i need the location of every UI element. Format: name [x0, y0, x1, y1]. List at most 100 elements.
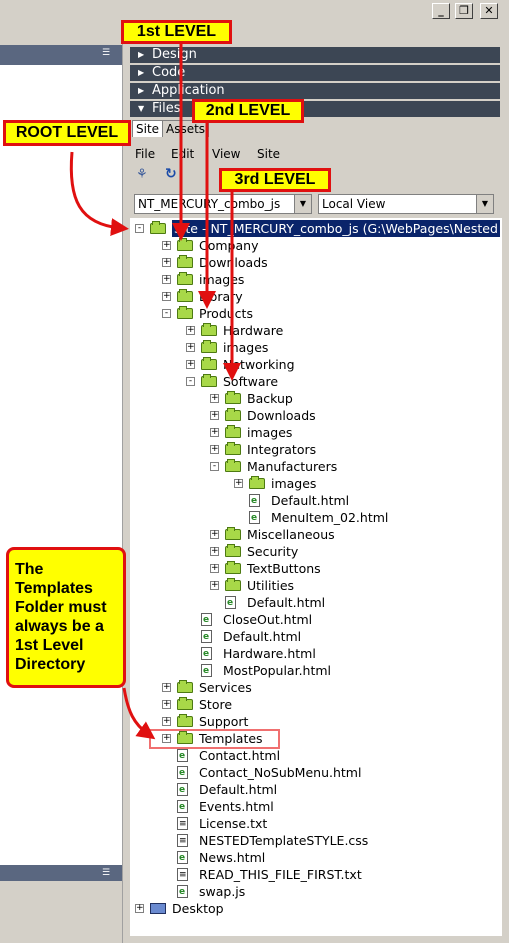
tree-row[interactable]: -Products: [130, 305, 502, 322]
tree-row[interactable]: +Company: [130, 237, 502, 254]
expand-icon[interactable]: +: [162, 682, 171, 692]
tree-row-label: TextButtons: [247, 561, 321, 576]
expand-icon[interactable]: +: [210, 427, 219, 437]
connect-icon[interactable]: ⚘: [136, 167, 148, 182]
tree-row[interactable]: +images: [130, 424, 502, 441]
tree-row[interactable]: Contact.html: [130, 747, 502, 765]
tree-row-label: Services: [199, 680, 252, 695]
tree-row[interactable]: +images: [130, 475, 502, 492]
expand-icon[interactable]: +: [186, 342, 195, 352]
expand-icon[interactable]: +: [234, 478, 243, 488]
collapse-icon[interactable]: -: [186, 377, 195, 386]
refresh-icon[interactable]: ↻: [165, 166, 177, 182]
panel-design[interactable]: Design: [130, 47, 500, 63]
tree-row[interactable]: CloseOut.html: [130, 611, 502, 629]
tree-row[interactable]: Default.html: [130, 628, 502, 646]
folder-icon: [177, 731, 193, 744]
minimize-button[interactable]: _: [432, 3, 450, 19]
tree-row[interactable]: +Security: [130, 543, 502, 560]
expand-icon[interactable]: +: [162, 240, 171, 250]
expand-icon[interactable]: +: [210, 529, 219, 539]
tree-row[interactable]: License.txt: [130, 815, 502, 833]
site-select-value: NT_MERCURY_combo_js: [138, 197, 281, 211]
tree-row[interactable]: -Manufacturers: [130, 458, 502, 475]
tree-row[interactable]: +Miscellaneous: [130, 526, 502, 543]
callout-templates-note: The Templates Folder must always be a 1s…: [6, 547, 126, 688]
menu-file[interactable]: File: [135, 147, 156, 161]
view-select-value: Local View: [322, 197, 386, 211]
menu-site[interactable]: Site: [257, 147, 281, 161]
folder-icon: [177, 680, 193, 693]
folder-icon: [150, 221, 166, 234]
tree-row[interactable]: +Desktop: [130, 900, 502, 917]
tree-row[interactable]: + images: [130, 339, 502, 356]
arrow-templates: [122, 687, 156, 740]
panel-code[interactable]: Code: [130, 65, 500, 81]
tree-row[interactable]: Events.html: [130, 798, 502, 816]
tree-row[interactable]: +Utilities: [130, 577, 502, 594]
file-icon: [201, 629, 212, 646]
tree-row[interactable]: +Support: [130, 713, 502, 730]
file-icon: [177, 799, 188, 816]
expand-icon[interactable]: +: [186, 325, 195, 335]
tree-row[interactable]: + Backup: [130, 390, 502, 407]
chevron-down-icon[interactable]: ▼: [294, 195, 311, 213]
expand-icon[interactable]: +: [162, 733, 171, 743]
tree-row-label: Hardware.html: [223, 646, 316, 661]
tree-row-label: images: [223, 340, 269, 355]
collapse-icon[interactable]: -: [210, 462, 219, 471]
tree-row[interactable]: -Site - NT_MERCURY_combo_js (G:\WebPages…: [130, 220, 502, 237]
expand-icon[interactable]: +: [162, 257, 171, 267]
tree-row[interactable]: Default.html: [130, 492, 502, 510]
chevron-down-icon[interactable]: ▼: [476, 195, 493, 213]
folder-icon: [225, 391, 241, 404]
expand-icon[interactable]: +: [162, 274, 171, 284]
tree-row[interactable]: swap.js: [130, 883, 502, 901]
panel-splitter[interactable]: [122, 22, 129, 943]
panel-options-icon[interactable]: ☰: [102, 868, 111, 878]
collapse-icon[interactable]: -: [162, 309, 171, 318]
expand-icon[interactable]: +: [210, 563, 219, 573]
menu-edit[interactable]: Edit: [171, 147, 195, 161]
tree-row[interactable]: READ_THIS_FILE_FIRST.txt: [130, 866, 502, 884]
tree-row[interactable]: +Templates: [130, 730, 502, 747]
tree-row[interactable]: + Services: [130, 679, 502, 696]
close-button[interactable]: ✕: [480, 3, 498, 19]
tree-row[interactable]: Default.html: [130, 594, 502, 612]
file-icon: [177, 782, 188, 799]
tree-row[interactable]: MostPopular.html: [130, 662, 502, 680]
menu-view[interactable]: View: [212, 147, 241, 161]
restore-button[interactable]: ❐: [455, 3, 473, 19]
panel-tabs: Site Assets: [130, 118, 500, 138]
tree-row[interactable]: +Hardware: [130, 322, 502, 339]
expand-icon[interactable]: +: [162, 699, 171, 709]
expand-icon[interactable]: +: [210, 444, 219, 454]
tree-row[interactable]: +Integrators: [130, 441, 502, 458]
tree-row-label: Backup: [247, 391, 293, 406]
tree-row[interactable]: Contact_NoSubMenu.html: [130, 764, 502, 782]
expand-icon[interactable]: +: [210, 580, 219, 590]
tree-row[interactable]: Hardware.html: [130, 645, 502, 663]
site-select[interactable]: NT_MERCURY_combo_js ▼: [134, 194, 312, 214]
view-select[interactable]: Local View ▼: [318, 194, 494, 214]
panel-application[interactable]: Application: [130, 83, 500, 99]
file-icon: [177, 867, 188, 884]
tree-row[interactable]: News.html: [130, 849, 502, 867]
tree-row[interactable]: MenuItem_02.html: [130, 509, 502, 527]
tree-row[interactable]: + TextButtons: [130, 560, 502, 577]
tab-assets[interactable]: Assets: [162, 120, 210, 137]
expand-icon[interactable]: +: [135, 903, 144, 913]
expand-icon[interactable]: +: [210, 410, 219, 420]
expand-icon[interactable]: +: [162, 716, 171, 726]
expand-icon[interactable]: +: [162, 291, 171, 301]
panel-options-icon[interactable]: ☰: [102, 48, 111, 58]
tree-row[interactable]: +Store: [130, 696, 502, 713]
collapse-icon[interactable]: -: [135, 224, 144, 233]
tree-row[interactable]: +Downloads: [130, 407, 502, 424]
expand-icon[interactable]: +: [210, 393, 219, 403]
tree-row[interactable]: NESTEDTemplateSTYLE.css: [130, 832, 502, 850]
tree-row[interactable]: Default.html: [130, 781, 502, 799]
expand-icon[interactable]: +: [210, 546, 219, 556]
expand-icon[interactable]: +: [186, 359, 195, 369]
file-icon: [201, 612, 212, 629]
